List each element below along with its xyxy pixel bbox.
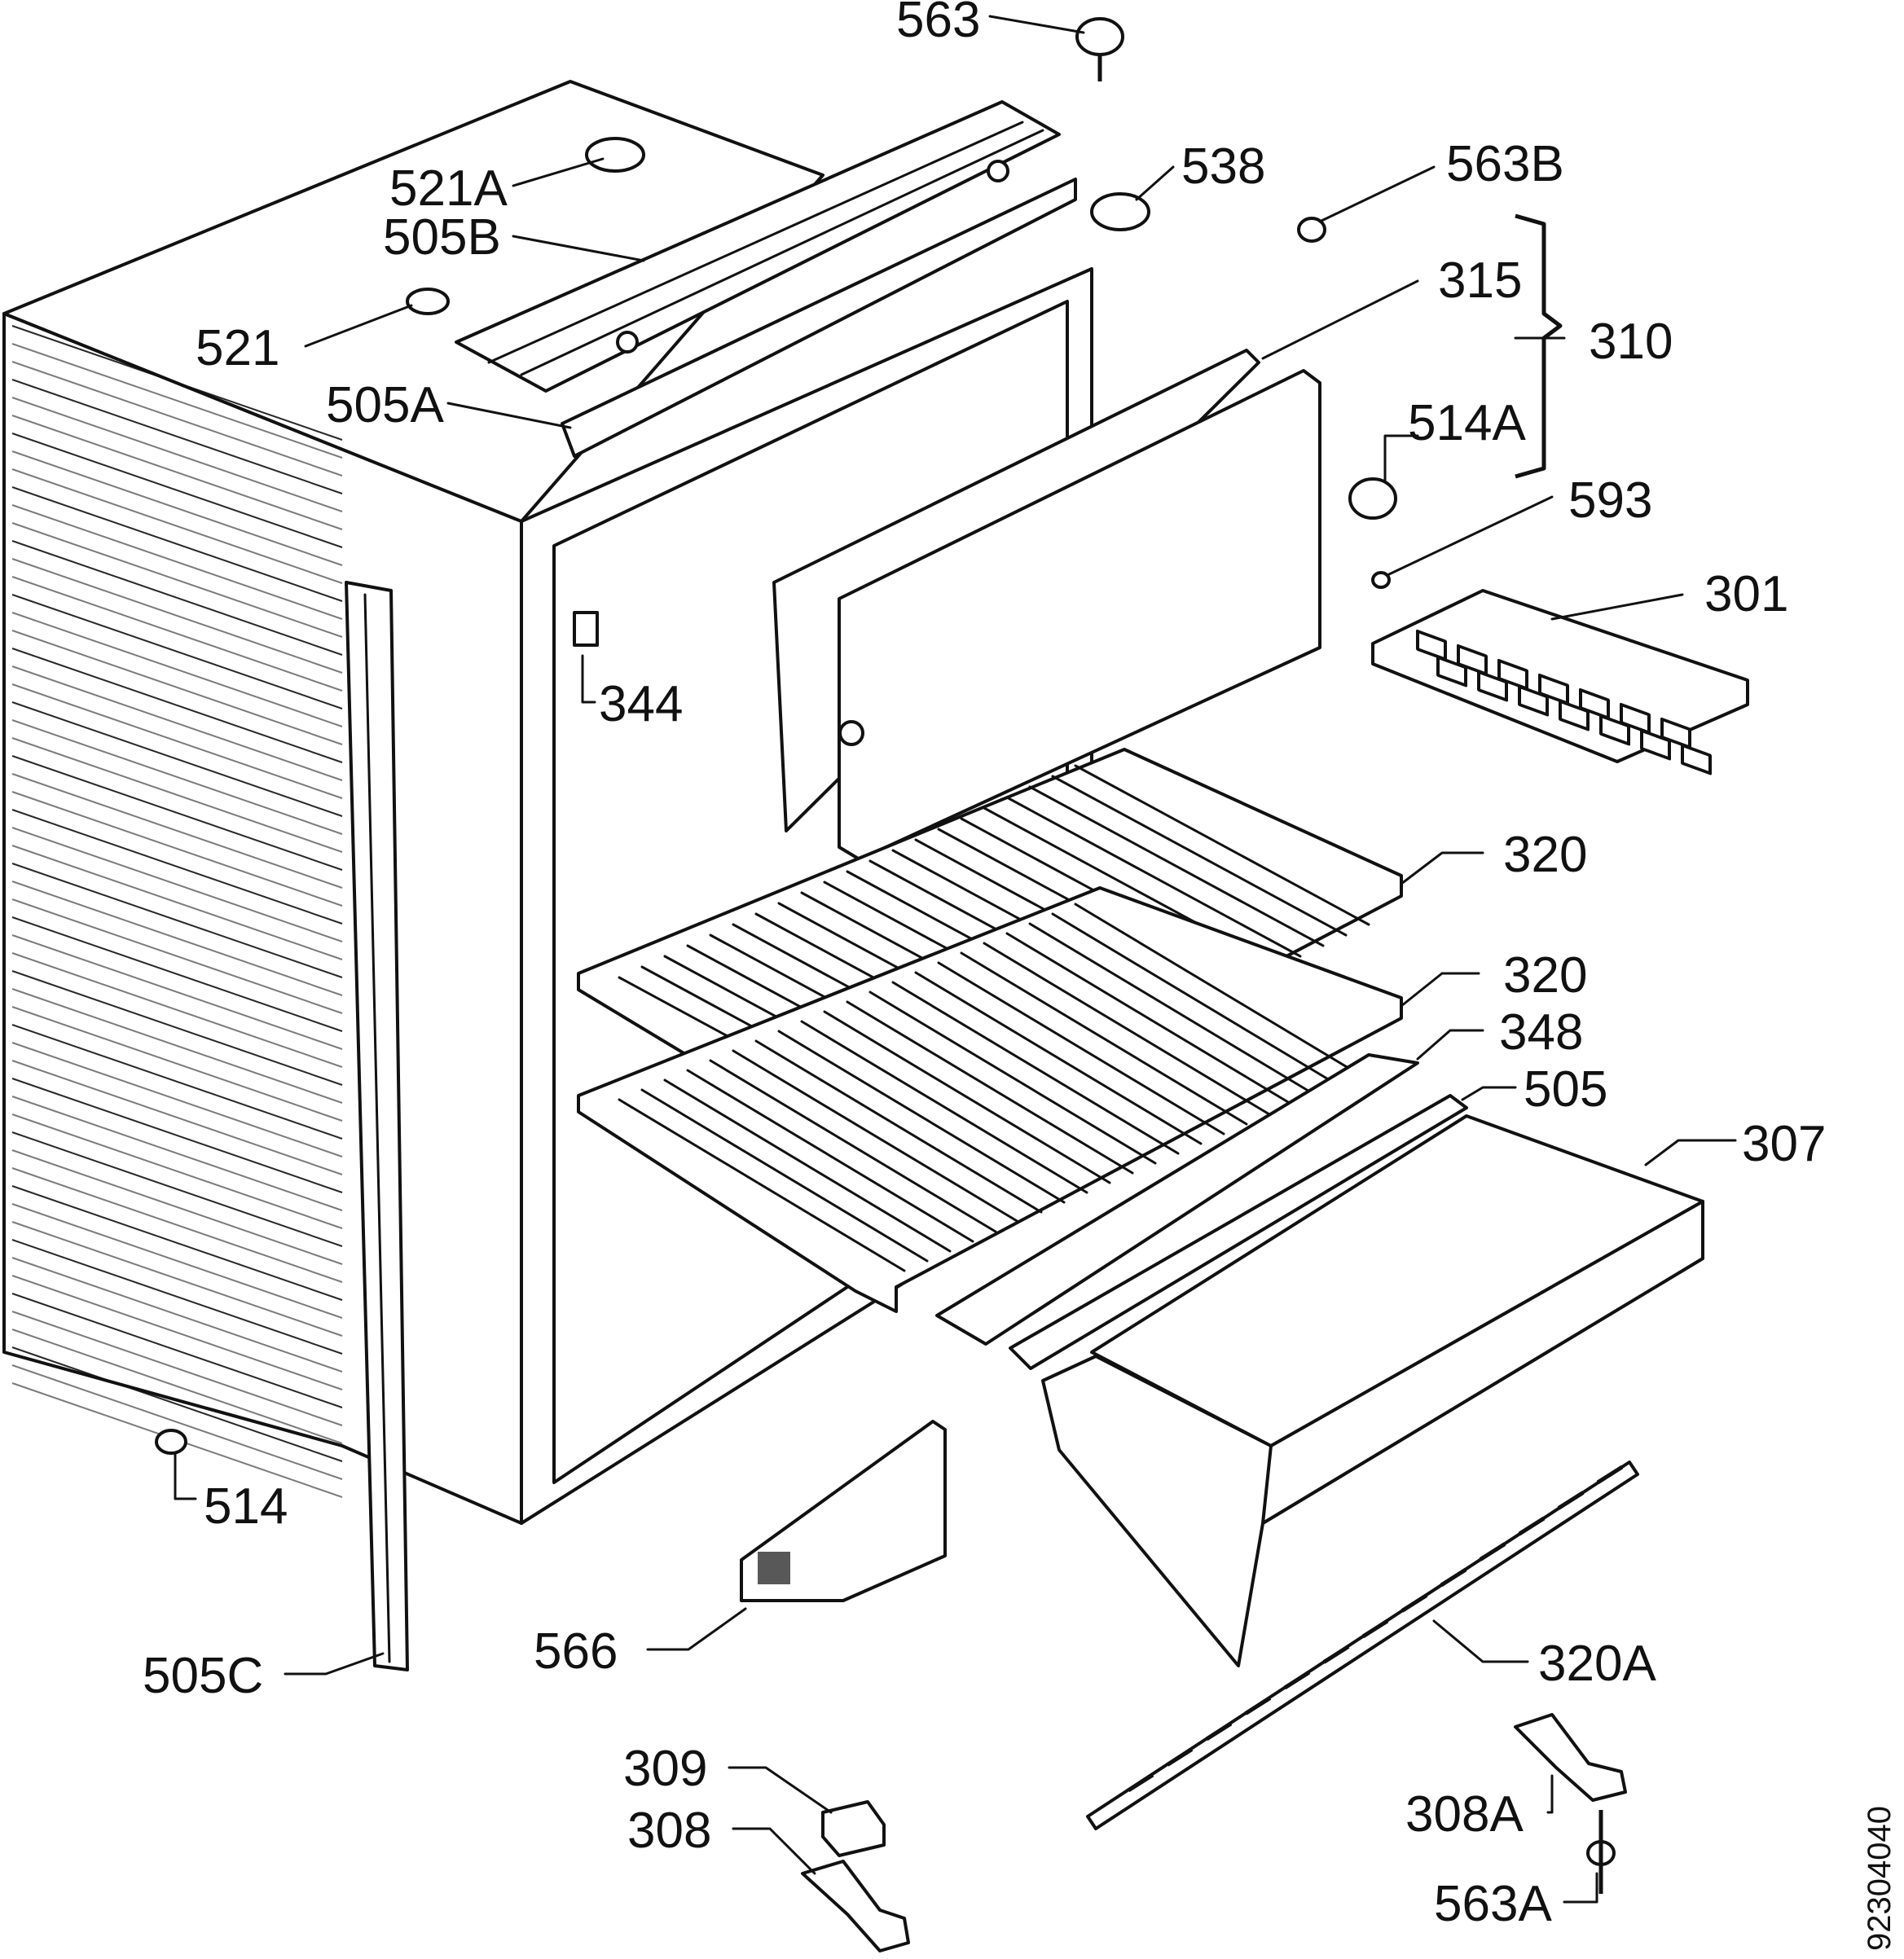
callout-348: 348 [1499, 1004, 1583, 1061]
hinge-pin-538 [1090, 192, 1150, 231]
callout-521: 521 [196, 320, 279, 376]
foot-514a [1348, 477, 1397, 520]
bracket-308 [801, 1860, 910, 1952]
callout-308a: 308A [1405, 1786, 1524, 1843]
callout-505c: 505C [143, 1648, 263, 1704]
rail-slots [1127, 1465, 1624, 1793]
plug-521a [585, 137, 645, 173]
screw-563 [1075, 17, 1124, 56]
crisper-drawer-307 [1041, 1114, 1704, 1667]
callout-514a: 514A [1408, 395, 1526, 451]
callout-563a: 563A [1434, 1876, 1552, 1932]
callout-320-lower: 320 [1503, 947, 1587, 1004]
callout-538: 538 [1181, 138, 1265, 195]
callout-309: 309 [623, 1741, 707, 1797]
glass-shelf-348 [935, 1053, 1419, 1346]
callout-514: 514 [204, 1478, 288, 1535]
ice-tray-cells [1416, 629, 1712, 775]
callout-563b: 563B [1446, 136, 1564, 192]
callout-310: 310 [1589, 314, 1673, 370]
hardware-parts [155, 17, 1627, 1952]
callout-labels: 563 521A 505B 538 563B 521 315 310 505A … [143, 0, 1826, 1932]
callout-320a: 320A [1538, 1636, 1656, 1692]
seal-strip-505 [1009, 1094, 1468, 1370]
document-number: 92304040 [1862, 1806, 1897, 1951]
callout-315: 315 [1438, 253, 1522, 309]
callout-505b: 505B [383, 209, 501, 266]
callout-307: 307 [1742, 1116, 1826, 1172]
callout-563: 563 [896, 0, 980, 48]
callout-566: 566 [534, 1623, 618, 1680]
catch-344 [573, 611, 599, 647]
bracket-308a [1514, 1713, 1627, 1802]
thermostat-housing-566 [740, 1420, 947, 1602]
side-panel-shading [11, 325, 343, 1498]
drawer-rail-320a [1086, 1460, 1639, 1830]
leader-lines [174, 15, 1737, 1904]
plug-521 [406, 288, 450, 315]
shelf-lower-ribs [618, 903, 1362, 1272]
freezer-door-panel [838, 369, 1321, 861]
callout-505: 505 [1524, 1061, 1607, 1118]
callout-344: 344 [599, 676, 683, 732]
hinge-plate [455, 100, 1077, 458]
bracket-310 [1515, 213, 1563, 479]
cap-309 [821, 1800, 886, 1857]
callout-505a: 505A [326, 377, 444, 433]
callout-593: 593 [1568, 472, 1652, 529]
callout-301: 301 [1704, 566, 1788, 622]
cabinet-side-panel [2, 312, 523, 1525]
foot-514 [155, 1429, 187, 1455]
callout-521a: 521A [389, 160, 508, 217]
shelf-lower-320 [577, 886, 1403, 1313]
callout-308: 308 [627, 1803, 711, 1859]
freezer-door-assembly [772, 349, 1321, 861]
nut-563b [1297, 217, 1326, 243]
pin-593 [1371, 571, 1391, 589]
ice-tray-301 [1371, 589, 1749, 775]
door-seal-strip [345, 581, 409, 1671]
callout-320-upper: 320 [1503, 827, 1587, 883]
hinge-bar-505a [561, 178, 1077, 458]
